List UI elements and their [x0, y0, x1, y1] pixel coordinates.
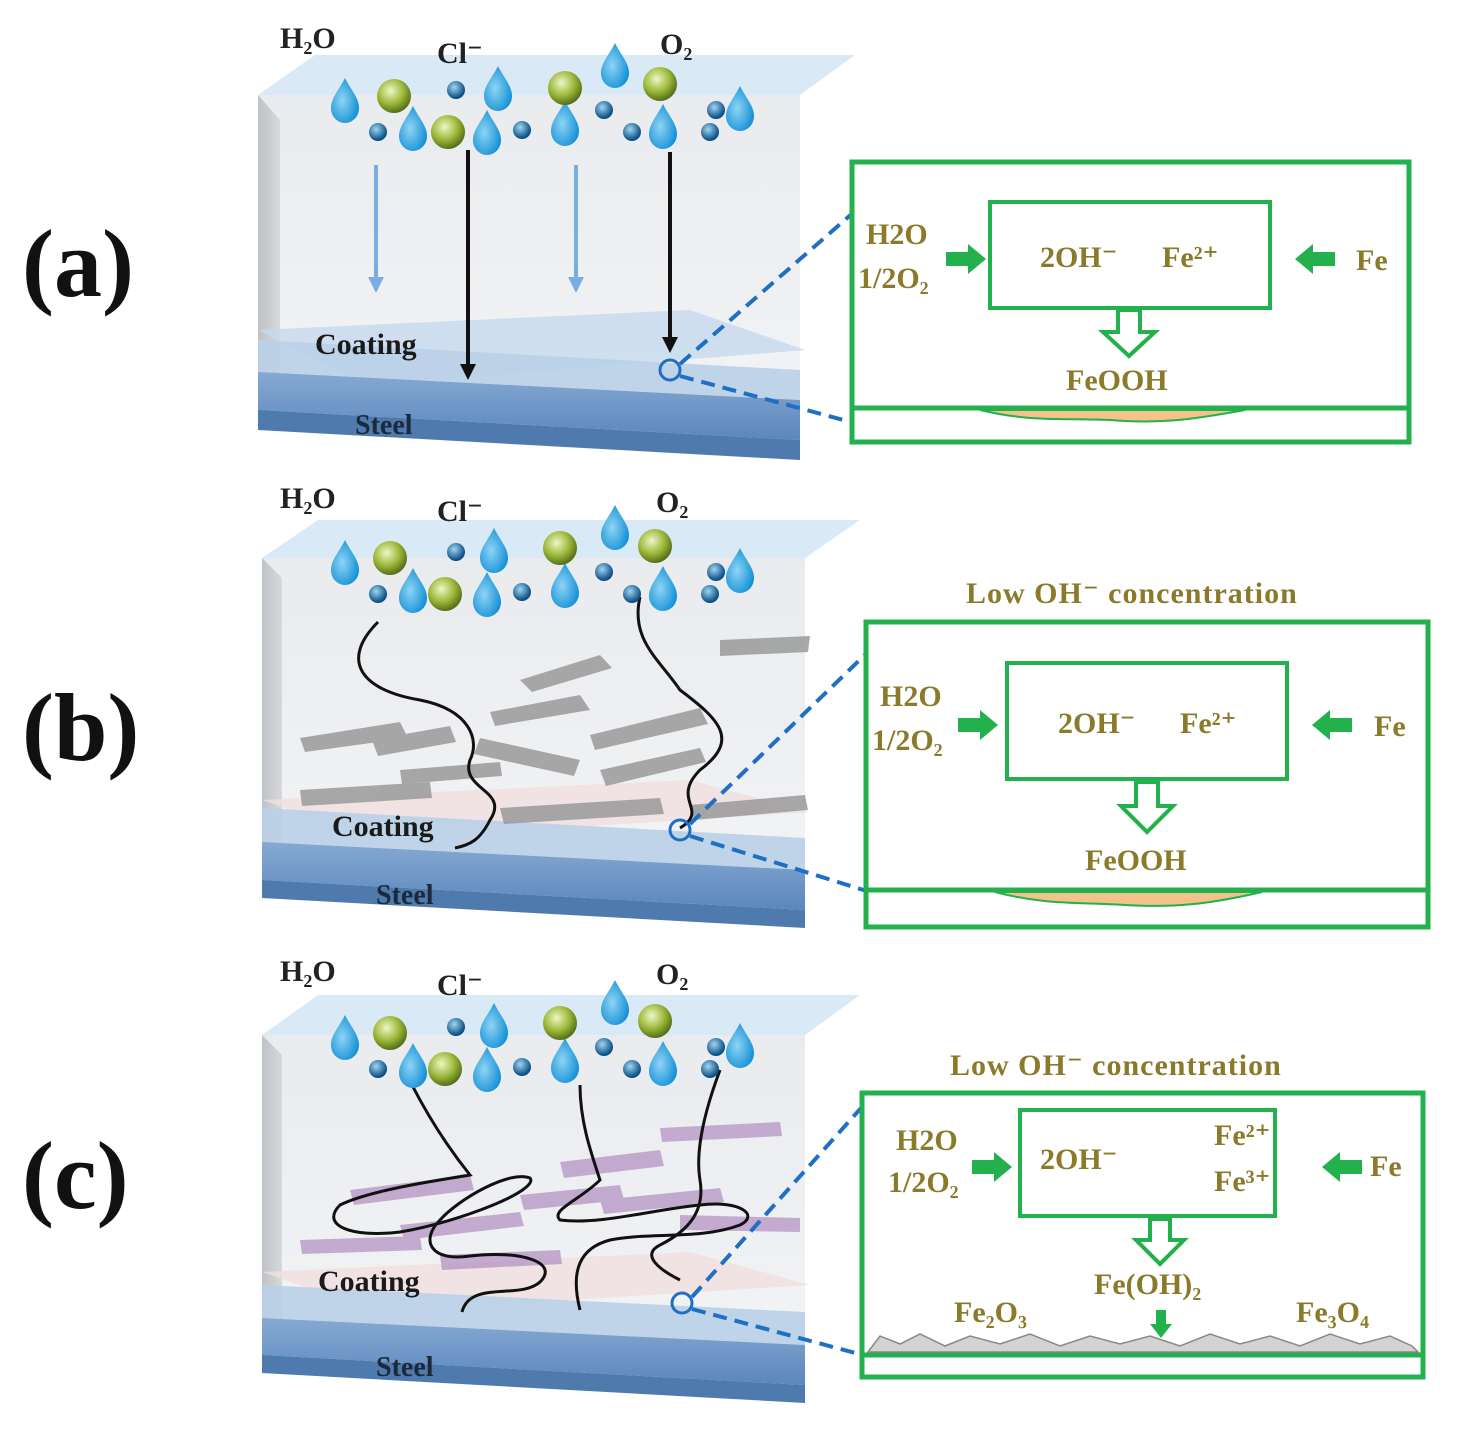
detail-fe2: Fe²⁺: [1214, 1119, 1271, 1152]
flake-fillers: [300, 636, 810, 824]
detail-fe2: Fe²⁺: [1162, 241, 1219, 274]
oxygen-label: O₂: [660, 28, 693, 61]
panel-c-block: [262, 980, 872, 1403]
oxygen-label: O₂: [656, 958, 689, 991]
panel-label-c: (c): [22, 1122, 129, 1229]
detail-fe: Fe: [1356, 244, 1388, 277]
detail-oh: 2OH⁻: [1058, 707, 1136, 740]
steel-label: Steel: [376, 880, 434, 911]
h2o-label: H₂O: [280, 482, 336, 515]
detail-product: FeOOH: [1085, 844, 1187, 877]
detail-product: FeOOH: [1066, 364, 1168, 397]
steel-layer: [258, 372, 800, 440]
oxygen-label: O₂: [656, 486, 689, 519]
corrosion-product-layer: [866, 1333, 1420, 1353]
panel-a-detail-box: [849, 159, 1412, 445]
detail-fe3: Fe³⁺: [1214, 1165, 1271, 1198]
detail-product: Fe(OH)₂: [1094, 1268, 1202, 1301]
panel-a-block: [258, 43, 864, 460]
detail-fe3o4: Fe₃O₄: [1296, 1296, 1369, 1329]
detail-o2: 1/2O₂: [872, 724, 943, 757]
detail-oh: 2OH⁻: [1040, 1143, 1118, 1176]
chloride-label: Cl⁻: [437, 969, 483, 1002]
panel-b-detail-box: [863, 619, 1431, 930]
detail-o2: 1/2O₂: [858, 262, 929, 295]
steel-label: Steel: [355, 410, 413, 441]
h2o-label: H₂O: [280, 955, 336, 988]
panel-b-block: [262, 505, 872, 928]
detail-o2: 1/2O₂: [888, 1166, 959, 1199]
concentration-label: Low OH⁻ concentration: [950, 1049, 1282, 1082]
detail-fe2o3: Fe₂O₃: [954, 1296, 1027, 1329]
panel-c-detail-box: [859, 1090, 1426, 1380]
chloride-label: Cl⁻: [437, 495, 483, 528]
detail-oh: 2OH⁻: [1040, 241, 1118, 274]
detail-fe: Fe: [1370, 1150, 1402, 1183]
detail-h2o: H2O: [880, 680, 942, 713]
panel-label-b: (b): [22, 674, 140, 781]
concentration-label: Low OH⁻ concentration: [966, 577, 1298, 610]
steel-label: Steel: [376, 1352, 434, 1383]
detail-h2o: H2O: [896, 1124, 958, 1157]
chloride-label: Cl⁻: [437, 37, 483, 70]
detail-h2o: H2O: [866, 218, 928, 251]
coating-label: Coating: [332, 810, 434, 843]
h2o-label: H₂O: [280, 22, 336, 55]
detail-fe2: Fe²⁺: [1180, 707, 1237, 740]
coating-label: Coating: [315, 328, 417, 361]
detail-fe: Fe: [1374, 710, 1406, 743]
zoom-circle: [658, 358, 682, 382]
coating-label: Coating: [318, 1265, 420, 1298]
panel-label-a: (a): [22, 210, 134, 317]
